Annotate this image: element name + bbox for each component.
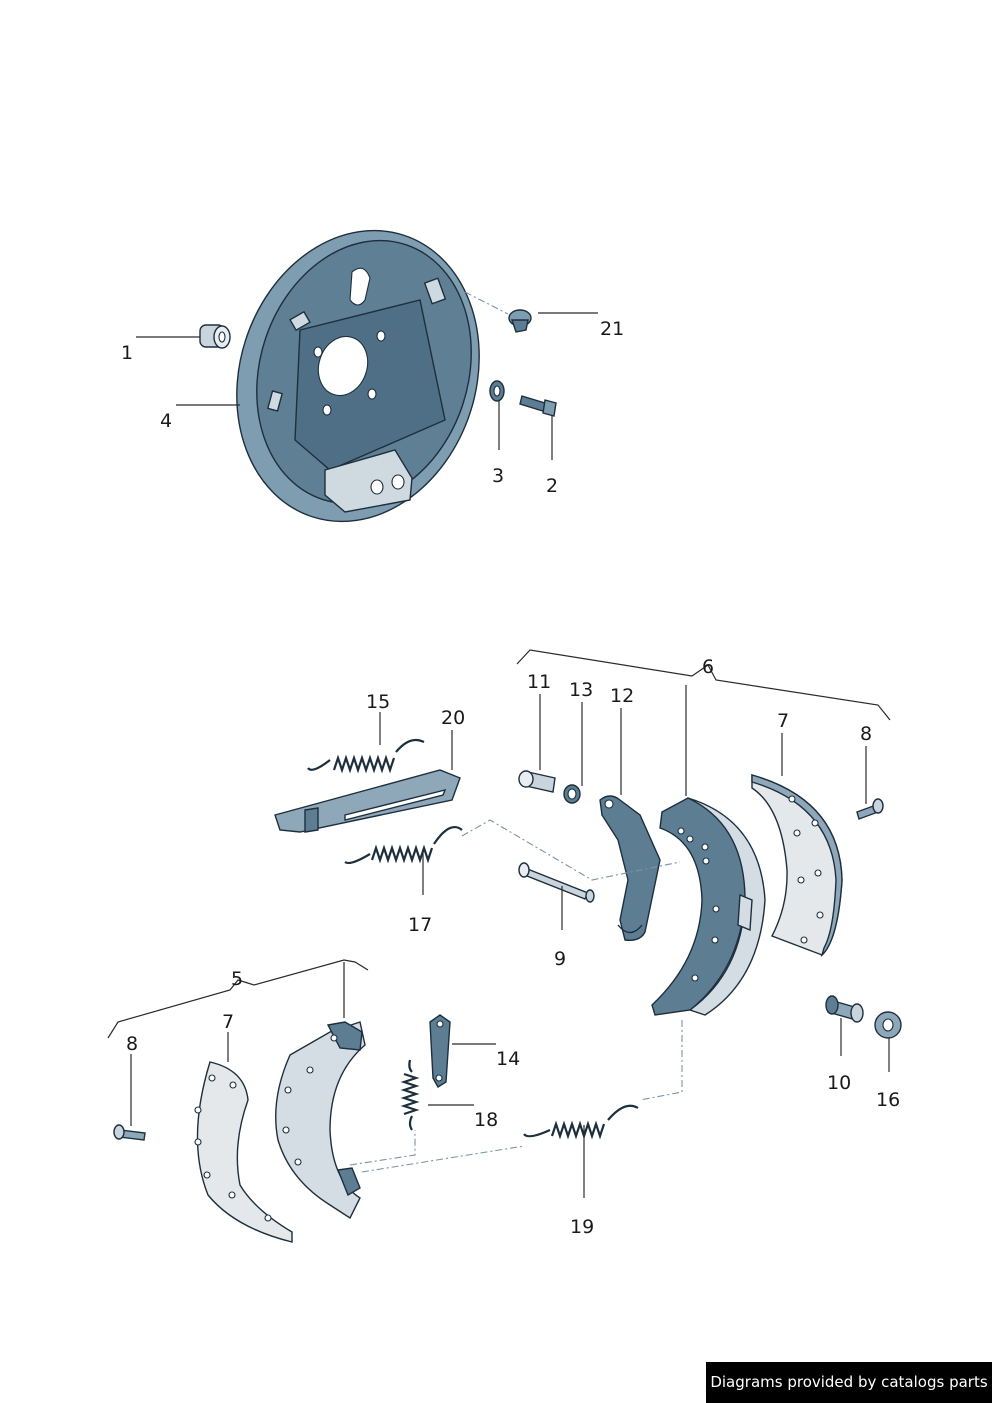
alignment-line [361,1145,525,1173]
credit-footer: Diagrams provided by catalogs parts [706,1362,992,1403]
callout-6: 6 [702,656,714,678]
callout-12: 12 [610,685,634,707]
pin [518,770,556,793]
callout-1: 1 [121,342,133,364]
brake-lining-right [751,774,843,958]
plug [508,309,532,333]
callout-5: 5 [231,968,243,990]
adjuster-strut [274,769,461,833]
callout-20: 20 [441,707,465,729]
brake-shoe-right [651,797,766,1016]
bracket-6 [516,649,891,721]
callout-17: 17 [408,914,432,936]
alignment-line [464,291,509,315]
spring-lower [344,826,463,865]
callout-11: 11 [527,671,551,693]
callout-14: 14 [496,1048,520,1070]
callout-19: 19 [570,1216,594,1238]
callout-13: 13 [569,679,593,701]
connecting-pin [518,862,595,903]
bolt [519,395,557,417]
callout-10: 10 [827,1072,851,1094]
callout-16: 16 [876,1089,900,1111]
spring-bottom [523,1104,639,1140]
sleeve-nut [199,324,231,349]
brake-lining-left [194,1061,293,1243]
alignment-line [461,819,681,881]
spring-upper [307,738,425,774]
callout-8-right: 8 [860,723,872,745]
adjuster-nut [874,1011,902,1039]
spring-vertical [400,1059,420,1131]
rivet-right [856,798,884,820]
callout-7-left: 7 [222,1011,234,1033]
adjuster-sleeve [825,995,864,1023]
callout-7-right: 7 [777,710,789,732]
lever-plate [429,1014,451,1088]
rivet-left [113,1124,146,1141]
alignment-line [349,1130,416,1166]
callout-8-left: 8 [126,1033,138,1055]
backing-plate [236,229,480,523]
alignment-line [639,1020,683,1101]
callout-21: 21 [600,318,624,340]
washer [489,380,505,402]
ring [563,784,581,804]
callout-15: 15 [366,691,390,713]
callout-18: 18 [474,1109,498,1131]
callout-4: 4 [160,410,172,432]
callout-3: 3 [492,465,504,487]
lever [599,795,661,942]
callout-9: 9 [554,948,566,970]
callout-2: 2 [546,475,558,497]
brake-shoe-left [275,1021,366,1220]
bracket-5 [107,959,369,1039]
